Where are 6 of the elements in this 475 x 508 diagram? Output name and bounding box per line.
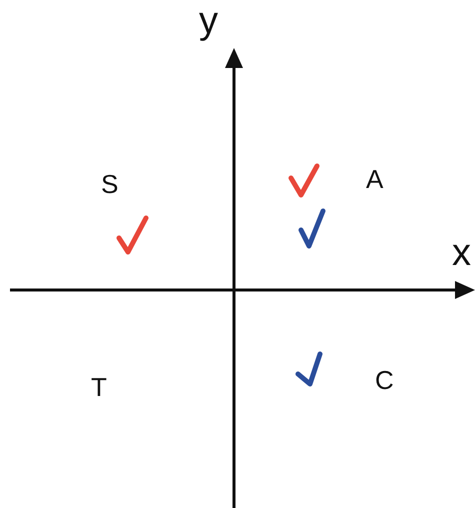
quadrant-label: C [375,367,394,393]
quadrant-label: T [91,374,107,400]
quadrant-label: S [101,171,118,197]
quadrant-label: A [366,166,384,192]
axis-label: y [199,2,218,40]
axis-label: x [452,234,471,272]
